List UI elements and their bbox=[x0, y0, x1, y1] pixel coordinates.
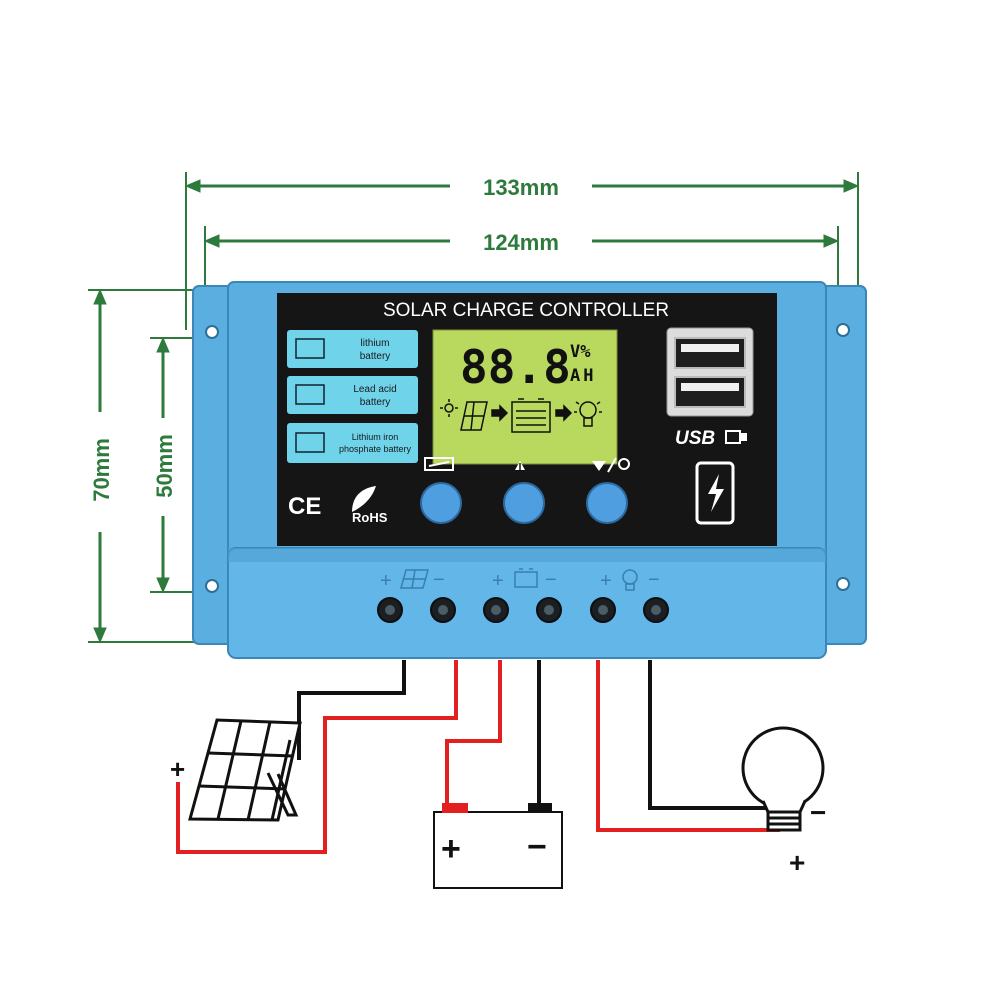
battery-icon bbox=[295, 432, 325, 453]
mount-hole-bottom-left bbox=[205, 579, 219, 593]
lcd-unit-bottom: AH bbox=[570, 366, 596, 386]
screw-battery-negative[interactable] bbox=[536, 597, 562, 623]
down-light-button[interactable] bbox=[586, 457, 630, 524]
screw-battery-positive[interactable] bbox=[483, 597, 509, 623]
rohs-leaf-icon bbox=[352, 486, 376, 512]
battery-type-lithium-iron: Lithium iron phosphate battery bbox=[287, 423, 418, 463]
wire-load-positive bbox=[596, 660, 780, 832]
battery-type-label-line1: Lithium iron bbox=[352, 432, 399, 442]
menu-button[interactable] bbox=[420, 457, 462, 524]
inner-width-label: 124mm bbox=[483, 230, 559, 255]
solar-panel-icon bbox=[460, 401, 488, 431]
wire-battery-positive bbox=[445, 660, 502, 808]
dimension-inner-width bbox=[203, 226, 840, 290]
usb-ports bbox=[666, 327, 754, 417]
inner-height-label: 50mm bbox=[152, 434, 177, 498]
terminal-block bbox=[227, 547, 827, 659]
battery-type-label-line1: Lead acid bbox=[353, 384, 396, 395]
battery-type-lead-acid: Lead acid battery bbox=[287, 376, 418, 414]
battery-icon bbox=[295, 384, 325, 405]
battery-type-label-line2: phosphate battery bbox=[339, 444, 412, 454]
terminal-legend-solar: + − bbox=[380, 569, 445, 592]
solar-panel-icon bbox=[400, 569, 429, 589]
mount-hole-bottom-right bbox=[836, 577, 850, 591]
up-button[interactable] bbox=[503, 461, 545, 524]
mount-hole-top-right bbox=[836, 323, 850, 337]
down-arrow-bulb-icon bbox=[592, 457, 630, 473]
battery-icon bbox=[514, 568, 538, 588]
phone-charging-icon bbox=[695, 461, 735, 525]
wire-load-negative bbox=[648, 660, 773, 810]
usb-port-top[interactable] bbox=[674, 337, 746, 369]
wires bbox=[176, 660, 780, 854]
terminal-plus-sign: + bbox=[492, 570, 504, 592]
screw-load-negative[interactable] bbox=[643, 597, 669, 623]
lcd-flow-icons bbox=[440, 398, 602, 433]
usb-port-bottom[interactable] bbox=[674, 376, 746, 408]
battery-icon bbox=[433, 803, 563, 889]
terminal-minus-sign: − bbox=[433, 569, 445, 591]
terminal-plus-sign: + bbox=[600, 570, 612, 592]
terminal-legend-battery: + − bbox=[492, 568, 557, 592]
solar-panel-icon bbox=[188, 718, 302, 822]
solar-plus-sign: + bbox=[170, 754, 185, 784]
battery-type-label-line2: battery bbox=[360, 351, 391, 362]
menu-icon bbox=[424, 457, 454, 471]
terminal-minus-sign: − bbox=[545, 569, 557, 591]
light-bulb-icon bbox=[741, 726, 825, 832]
up-arrow-icon bbox=[515, 461, 525, 470]
load-plus-sign: + bbox=[789, 847, 805, 878]
mount-hole-top-left bbox=[205, 325, 219, 339]
battery-positive-terminal bbox=[442, 803, 468, 813]
rohs-mark: RoHS bbox=[352, 510, 388, 525]
battery-type-label-line2: battery bbox=[360, 397, 391, 408]
dimension-inner-height bbox=[150, 336, 200, 594]
battery-icon bbox=[511, 398, 551, 433]
ce-mark: CE bbox=[288, 493, 321, 520]
bulb-icon bbox=[622, 569, 638, 591]
panel-title: SOLAR CHARGE CONTROLLER bbox=[383, 300, 669, 321]
overall-width-label: 133mm bbox=[483, 175, 559, 200]
lcd-unit-top: V% bbox=[570, 342, 591, 362]
battery-type-lithium: lithium battery bbox=[287, 330, 418, 368]
terminal-minus-sign: − bbox=[648, 569, 660, 591]
lcd-display bbox=[432, 329, 618, 465]
wire-solar-negative bbox=[297, 660, 406, 760]
dimension-overall-height bbox=[88, 288, 200, 644]
screw-load-positive[interactable] bbox=[590, 597, 616, 623]
usb-plug-icon bbox=[725, 430, 747, 444]
bulb-icon bbox=[574, 401, 602, 427]
overall-height-label: 70mm bbox=[89, 438, 114, 502]
terminal-screws bbox=[377, 597, 669, 623]
wire-solar-positive bbox=[176, 660, 458, 854]
load-minus-sign: − bbox=[810, 797, 826, 828]
sun-icon bbox=[440, 399, 458, 417]
lcd-digits: 88.8 bbox=[460, 340, 571, 394]
dimension-overall-width bbox=[184, 172, 860, 330]
terminal-plus-sign: + bbox=[380, 570, 392, 592]
battery-plus-sign: + bbox=[441, 830, 461, 868]
arrow-right-icon bbox=[491, 404, 509, 422]
terminal-legend-load: + − bbox=[600, 569, 660, 592]
battery-icon bbox=[295, 338, 325, 359]
arrow-right-icon bbox=[555, 404, 573, 422]
battery-minus-sign: − bbox=[527, 828, 547, 866]
battery-negative-terminal bbox=[528, 803, 552, 813]
screw-solar-positive[interactable] bbox=[377, 597, 403, 623]
screw-solar-negative[interactable] bbox=[430, 597, 456, 623]
battery-type-label-line1: lithium bbox=[361, 338, 390, 349]
usb-label: USB bbox=[675, 428, 715, 449]
